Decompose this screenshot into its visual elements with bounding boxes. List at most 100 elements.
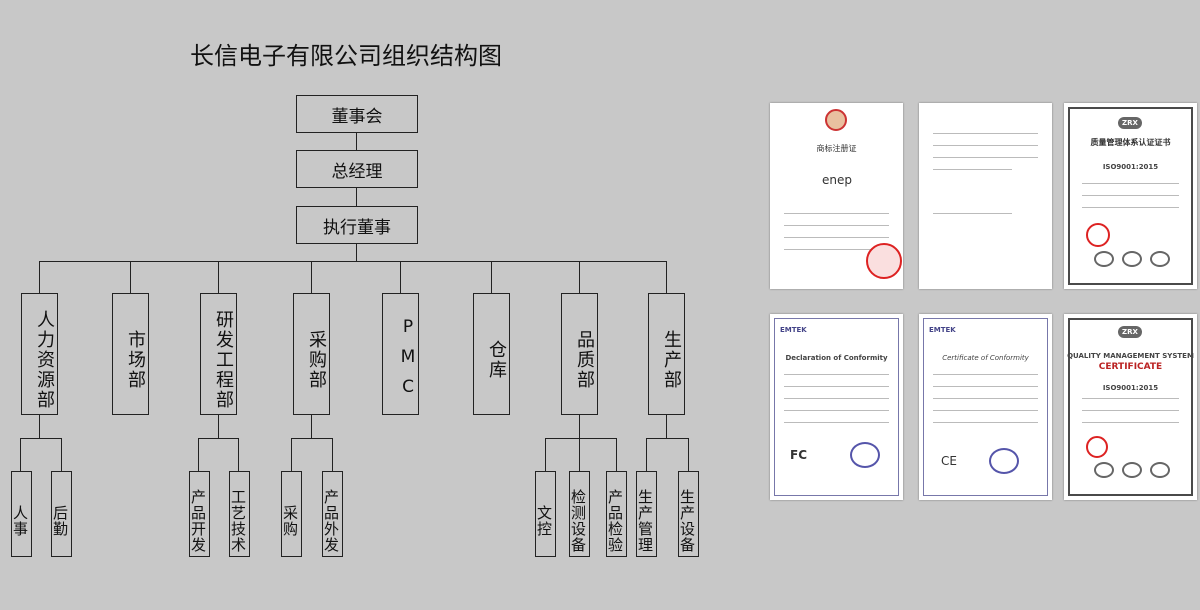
certificate-fcc: EMTEK Declaration of Conformity FC bbox=[770, 314, 903, 500]
connector bbox=[646, 438, 689, 439]
red-seal-icon bbox=[1086, 223, 1110, 247]
certificate-border bbox=[1068, 318, 1193, 496]
badge-icon bbox=[1150, 251, 1170, 267]
general-manager-node: 总经理 bbox=[296, 150, 418, 188]
dept-rnd: 研发工程部 bbox=[200, 293, 237, 415]
text-line bbox=[1082, 207, 1179, 208]
connector bbox=[20, 438, 62, 439]
badge-icon bbox=[1122, 462, 1142, 478]
text-line bbox=[933, 157, 1038, 158]
connector bbox=[238, 438, 239, 471]
text-line bbox=[784, 213, 889, 214]
badge-icon bbox=[1150, 462, 1170, 478]
connector bbox=[579, 415, 580, 438]
emtek-seal-icon bbox=[989, 448, 1019, 474]
sub-unit: 文控 bbox=[535, 471, 556, 557]
connector bbox=[130, 261, 131, 293]
connector bbox=[356, 188, 357, 206]
sub-unit: 人事 bbox=[11, 471, 32, 557]
dept-purchasing: 采购部 bbox=[293, 293, 330, 415]
department-bus bbox=[39, 261, 666, 262]
connector bbox=[579, 261, 580, 293]
text-line bbox=[933, 133, 1038, 134]
badge-icon bbox=[1094, 251, 1114, 267]
text-line bbox=[1082, 398, 1179, 399]
connector bbox=[400, 261, 401, 293]
certificate-border bbox=[1068, 107, 1193, 285]
connector bbox=[218, 261, 219, 293]
board-node: 董事会 bbox=[296, 95, 418, 133]
text-line bbox=[1082, 422, 1179, 423]
connector bbox=[688, 438, 689, 471]
dept-warehouse: 仓库 bbox=[473, 293, 510, 415]
red-seal-icon bbox=[866, 243, 902, 279]
dept-pmc: PMC bbox=[382, 293, 419, 415]
certificate-trademark: 商标注册证 enep bbox=[770, 103, 903, 289]
text-line bbox=[933, 169, 1012, 170]
connector bbox=[666, 415, 667, 438]
certificate-iso-cn: ZRX 质量管理体系认证证书 ISO9001:2015 bbox=[1064, 103, 1197, 289]
text-line bbox=[784, 374, 889, 375]
text-line bbox=[784, 237, 889, 238]
badge-icon bbox=[1122, 251, 1142, 267]
certificate-border bbox=[923, 318, 1048, 496]
certificate-ce: EMTEK Certificate of Conformity CE bbox=[919, 314, 1052, 500]
badge-icon bbox=[1094, 462, 1114, 478]
text-line bbox=[1082, 410, 1179, 411]
text-line bbox=[933, 374, 1038, 375]
connector bbox=[311, 261, 312, 293]
text-line bbox=[933, 213, 1012, 214]
certificate-iso-en: ZRX QUALITY MANAGEMENT SYSTEM CERTIFICAT… bbox=[1064, 314, 1197, 500]
sub-unit: 产品开发 bbox=[189, 471, 210, 557]
red-seal-icon bbox=[1086, 436, 1108, 458]
connector bbox=[291, 438, 333, 439]
connector bbox=[666, 261, 667, 293]
connector bbox=[198, 438, 239, 439]
connector bbox=[356, 244, 357, 261]
sub-unit: 后勤 bbox=[51, 471, 72, 557]
text-line bbox=[784, 225, 889, 226]
text-line bbox=[784, 398, 889, 399]
text-line bbox=[784, 386, 889, 387]
connector bbox=[332, 438, 333, 471]
sub-unit: 产品检验 bbox=[606, 471, 627, 557]
executive-director-node: 执行董事 bbox=[296, 206, 418, 244]
text-line bbox=[933, 410, 1038, 411]
dept-hr: 人力资源部 bbox=[21, 293, 58, 415]
dept-marketing: 市场部 bbox=[112, 293, 149, 415]
connector bbox=[198, 438, 199, 471]
connector bbox=[579, 438, 580, 471]
sub-unit: 工艺技术 bbox=[229, 471, 250, 557]
sub-unit: 采购 bbox=[281, 471, 302, 557]
sub-unit: 生产设备 bbox=[678, 471, 699, 557]
text-line bbox=[1082, 195, 1179, 196]
text-line bbox=[784, 410, 889, 411]
connector bbox=[491, 261, 492, 293]
connector bbox=[39, 261, 40, 293]
connector bbox=[291, 438, 292, 471]
dept-production: 生产部 bbox=[648, 293, 685, 415]
text-line bbox=[933, 386, 1038, 387]
sub-unit: 生产管理 bbox=[636, 471, 657, 557]
chart-title: 长信电子有限公司组织结构图 bbox=[190, 42, 502, 70]
zrx-logo-icon: ZRX bbox=[1118, 326, 1142, 338]
sub-unit: 检测设备 bbox=[569, 471, 590, 557]
connector bbox=[20, 438, 21, 471]
text-line bbox=[933, 398, 1038, 399]
connector bbox=[218, 415, 219, 438]
connector bbox=[545, 438, 546, 471]
zrx-logo-icon: ZRX bbox=[1118, 117, 1142, 129]
emtek-seal-icon bbox=[850, 442, 880, 468]
certificate-border bbox=[774, 318, 899, 496]
text-line bbox=[933, 145, 1038, 146]
connector bbox=[545, 438, 617, 439]
fcc-mark-icon: FC bbox=[790, 448, 808, 462]
connector bbox=[646, 438, 647, 471]
certificate-registration bbox=[919, 103, 1052, 289]
text-line bbox=[784, 249, 873, 250]
connector bbox=[61, 438, 62, 471]
text-line bbox=[933, 422, 1038, 423]
connector bbox=[616, 438, 617, 471]
connector bbox=[356, 133, 357, 150]
text-line bbox=[1082, 183, 1179, 184]
